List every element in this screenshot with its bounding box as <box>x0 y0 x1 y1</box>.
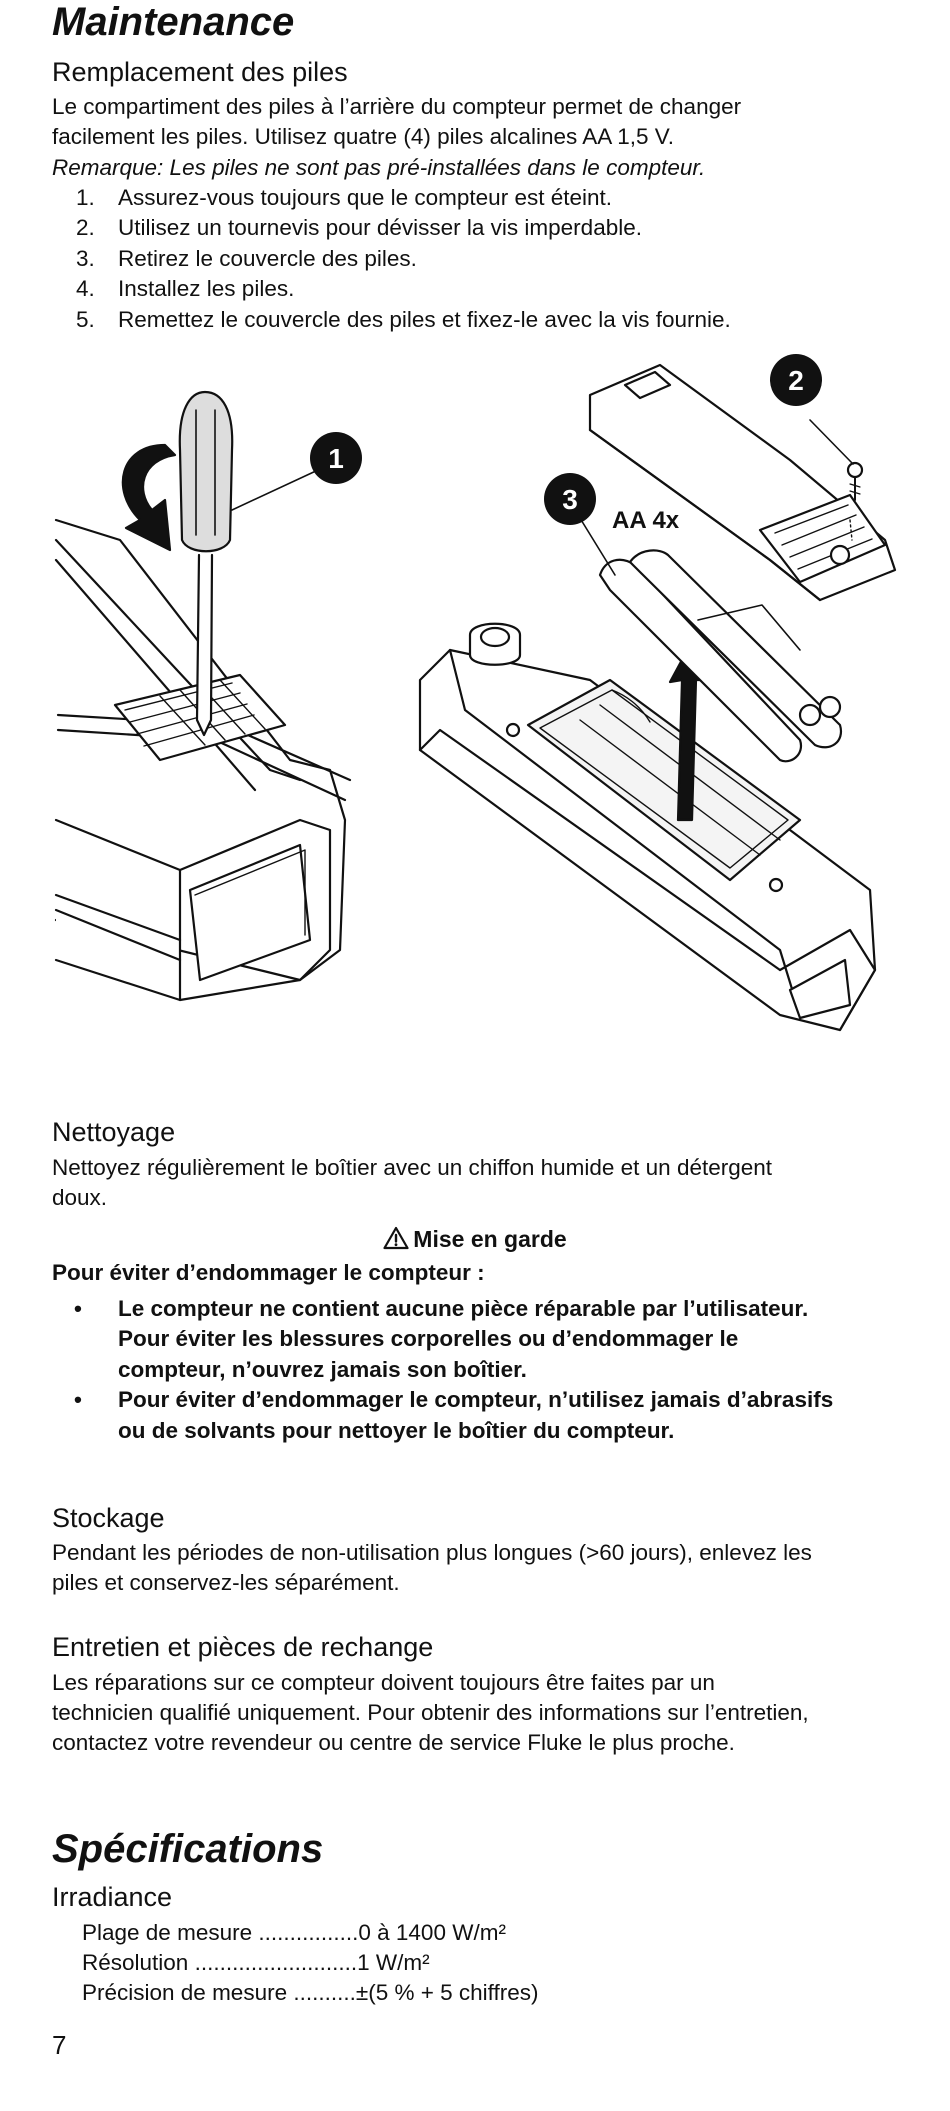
screwdriver-illustration <box>178 390 234 737</box>
storage-para-line1: Pendant les périodes de non-utilisation … <box>52 1540 812 1565</box>
meter-left-illustration <box>54 518 352 1002</box>
cleaning-para-line1: Nettoyez régulièrement le boîtier avec u… <box>52 1155 773 1180</box>
rotation-arrow-icon <box>121 443 177 552</box>
caution-title: Mise en garde <box>0 1226 950 1253</box>
callout-3-badge <box>544 473 596 525</box>
battery-count-label: AA 4x <box>612 507 680 534</box>
service-para-line2: technicien qualifié uniquement. Pour obt… <box>52 1700 809 1725</box>
spec-row: Plage de mesure ................0 à 1400… <box>82 1920 506 1945</box>
spec-row: Résolution ..........................1 W… <box>82 1950 430 1975</box>
caution-intro: Pour éviter d’endommager le compteur : <box>52 1260 485 1285</box>
step-item: 2.Utilisez un tournevis pour dévisser la… <box>76 215 642 241</box>
caution-item: • Le compteur ne contient aucune pièce r… <box>74 1296 809 1382</box>
battery-cover-illustration <box>588 363 897 602</box>
service-heading: Entretien et pièces de rechange <box>52 1632 434 1662</box>
caution-list: • Le compteur ne contient aucune pièce r… <box>52 1294 932 1446</box>
caution-item: • Pour éviter d’endommager le compteur, … <box>74 1387 834 1443</box>
battery-para-line2: facilement les piles. Utilisez quatre (4… <box>52 124 674 149</box>
callout-1-number: 1 <box>328 443 344 474</box>
warning-triangle-icon <box>383 1226 409 1250</box>
cleaning-para-line2: doux. <box>52 1185 108 1210</box>
specifications-title: Spécifications <box>52 1827 324 1871</box>
callout-3-number: 3 <box>562 484 578 515</box>
maintenance-title: Maintenance <box>52 0 295 44</box>
cleaning-heading: Nettoyage <box>52 1117 176 1147</box>
service-para-line1: Les réparations sur ce compteur doivent … <box>52 1670 715 1695</box>
step-item: 5.Remettez le couvercle des piles et fix… <box>76 306 731 332</box>
callout-2-badge <box>770 354 822 406</box>
spec-row: Précision de mesure ..........±(5 % + 5 … <box>82 1980 539 2005</box>
battery-replacement-illustration: 1 2 3 AA 4x <box>54 354 897 1032</box>
step-item: 3.Retirez le couvercle des piles. <box>76 245 417 271</box>
irradiance-heading: Irradiance <box>52 1882 173 1912</box>
battery-steps: 1.Assurez-vous toujours que le compteur … <box>52 183 731 335</box>
batteries-illustration <box>598 549 843 763</box>
battery-heading: Remplacement des piles <box>52 57 348 87</box>
storage-heading: Stockage <box>52 1503 165 1533</box>
meter-right-illustration <box>418 622 877 1032</box>
screw-icon <box>846 461 864 501</box>
storage-para-line2: piles et conservez-les séparément. <box>52 1570 400 1595</box>
callout-1-badge <box>310 432 362 484</box>
battery-note: Remarque: Les piles ne sont pas pré-inst… <box>52 155 706 180</box>
step-item: 1.Assurez-vous toujours que le compteur … <box>76 185 613 210</box>
service-para-line3: contactez votre revendeur ou centre de s… <box>52 1730 735 1755</box>
callout-2-number: 2 <box>788 365 804 396</box>
page-number: 7 <box>52 2030 67 2060</box>
step-item: 4.Installez les piles. <box>76 276 295 302</box>
battery-para-line1: Le compartiment des piles à l’arrière du… <box>52 94 742 119</box>
